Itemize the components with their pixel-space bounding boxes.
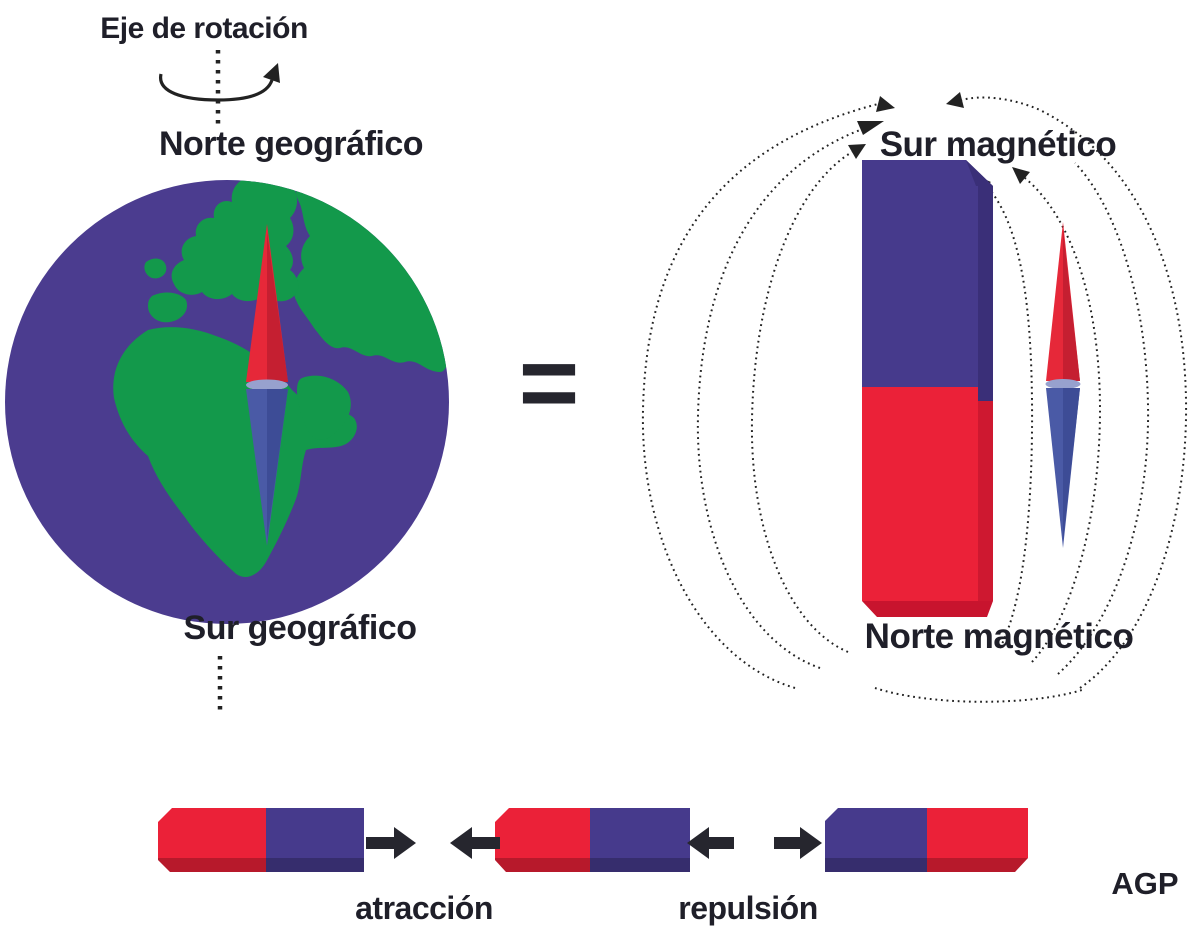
force-arrows	[366, 827, 822, 859]
magnet-corner-bevel	[966, 160, 993, 186]
small-magnet-3	[825, 808, 1028, 872]
field-line-left-outer	[641, 103, 879, 689]
field-line-right-outer	[1057, 162, 1150, 675]
magnet2-red-pole	[495, 808, 590, 872]
rotation-arrow-head-icon	[263, 63, 280, 83]
magnet3-purple-pole	[825, 808, 927, 872]
magnet-boundary-step	[978, 387, 993, 401]
magnet-purple-side-bevel	[978, 186, 993, 387]
magnetic-south-label: Sur magnético	[879, 125, 1117, 164]
needle-south-blue-shade	[267, 389, 288, 540]
magnetic-field-lines	[641, 96, 1188, 703]
rotation-arrow-arc	[159, 73, 274, 102]
earth-globe	[5, 180, 449, 624]
arrow-right-icon	[774, 827, 822, 859]
arrow-right-icon	[366, 827, 416, 859]
magnetic-north-label: Norte magnético	[864, 617, 1134, 656]
magnet2-purple-pole	[590, 808, 690, 872]
arrow-left-icon	[687, 827, 734, 859]
magnet-south-purple	[862, 160, 993, 387]
field-compass-needle	[1045, 222, 1081, 548]
geographic-north-label: Norte geográfico	[158, 125, 424, 163]
magnet-north-red	[862, 387, 993, 601]
globe-compass-needle	[246, 224, 288, 546]
attraction-label: atracción	[355, 890, 493, 926]
field-arrow-head-icon	[1012, 167, 1030, 184]
magnet1-red-pole	[158, 808, 266, 872]
field-arrow-head-icon	[848, 144, 866, 159]
needle-south-blue-shade	[1063, 388, 1080, 542]
field-arrow-head-icon	[876, 96, 895, 112]
field-line-right-inner	[989, 189, 1034, 649]
needle-pivot	[1045, 379, 1081, 389]
signature-label: AGP	[1111, 866, 1179, 901]
bar-magnet	[862, 160, 993, 617]
small-magnet-1	[158, 808, 364, 872]
field-line-bottom-arc	[874, 687, 1083, 703]
needle-north-red-shade	[1063, 230, 1080, 381]
equals-sign: =	[518, 325, 580, 442]
globe-continents	[113, 180, 449, 577]
field-arrow-head-icon	[857, 121, 884, 135]
magnet1-purple-pole	[266, 808, 364, 872]
magnet3-bottom-bevel	[825, 858, 1028, 872]
geographic-south-label: Sur geográfico	[183, 609, 417, 647]
rotation-axis-label: Eje de rotación	[100, 12, 308, 45]
magnet-red-side-bevel	[978, 401, 993, 601]
field-line-left-inner	[750, 151, 853, 653]
needle-pivot	[246, 379, 288, 391]
magnet3-red-pole	[927, 808, 1028, 872]
needle-north-red-shade	[267, 232, 288, 382]
magnet-bottom-bevel	[862, 601, 993, 617]
attraction-repulsion-row	[158, 808, 1028, 872]
field-arrow-head-icon	[946, 92, 964, 108]
rotation-axis-group	[159, 50, 280, 712]
repulsion-label: repulsión	[678, 890, 818, 926]
magnet1-bottom-bevel	[158, 858, 364, 872]
magnet2-bottom-bevel	[495, 858, 690, 872]
field-line-left-middle	[696, 129, 861, 669]
small-magnet-2	[495, 808, 690, 872]
arrow-left-icon	[450, 827, 500, 859]
field-line-right-outermost	[961, 96, 1188, 689]
